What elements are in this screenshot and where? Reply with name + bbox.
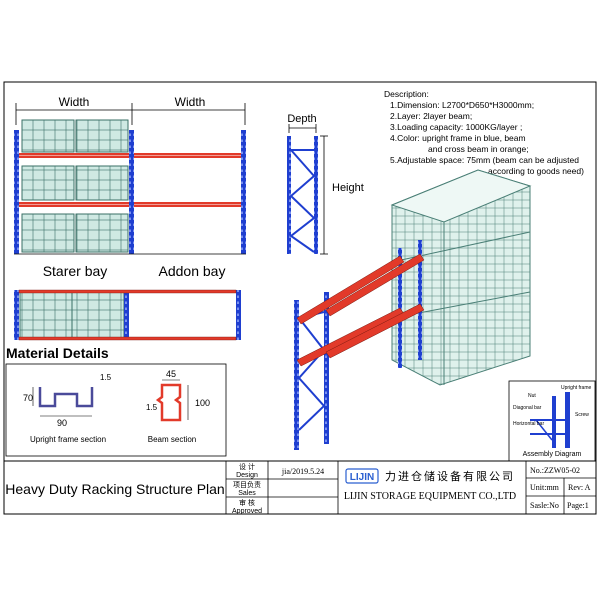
title-block: Heavy Duty Racking Structure Plan 设 计 De… — [3, 460, 597, 515]
description-line: according to goods need) — [488, 166, 584, 176]
description-line: 3.Loading capacity: 1000KG/layer ; — [390, 122, 522, 132]
assembly-diagram: Upright frame Nut Diagonal bar Screw Hor… — [508, 380, 596, 462]
approved-label-en: Approved — [232, 508, 262, 515]
goods-stack — [21, 119, 75, 153]
assembly-label: Horizontal bar — [513, 421, 544, 427]
company-name-en: LIJIN STORAGE EQUIPMENT CO.,LTD — [344, 491, 516, 502]
upright-dim-width: 90 — [57, 418, 67, 428]
sales-label-en: Sales — [238, 490, 256, 497]
beam-caption: Beam section — [148, 435, 196, 444]
sales-label-cn: 项目负责 — [233, 480, 261, 489]
company-logo: LIJIN — [345, 468, 379, 484]
starter-bay-label: Starer bay — [43, 263, 108, 279]
goods-stack — [75, 119, 129, 153]
upright-frame — [14, 130, 19, 254]
description-line: 5.Adjustable space: 75mm (beam can be ad… — [390, 155, 579, 165]
assembly-label: Nut — [528, 393, 536, 399]
upright-frame — [241, 130, 246, 254]
description-title: Description: — [384, 89, 429, 99]
description-block: Description: 1.Dimension: L2700*D650*H30… — [384, 89, 584, 176]
width-label-right: Width — [175, 95, 206, 109]
addon-bay-label: Addon bay — [159, 263, 226, 279]
design-value: jia/2019.5.24 — [281, 467, 324, 476]
beam-dim-thickness: 1.5 — [146, 403, 158, 412]
description-line: 1.Dimension: L2700*D650*H3000mm; — [390, 100, 534, 110]
description-line: and cross beam in orange; — [428, 144, 529, 154]
beam-dim-height: 100 — [195, 398, 210, 408]
depth-label: Depth — [287, 113, 316, 125]
design-label-cn: 设 计 — [239, 462, 255, 471]
logo-text: LIJIN — [350, 472, 374, 483]
goods-stack — [21, 213, 75, 253]
upright-frame — [129, 130, 134, 254]
design-label-en: Design — [236, 472, 258, 479]
description-line: 4.Color: upright frame in blue, beam — [390, 133, 526, 143]
plan-title: Heavy Duty Racking Structure Plan — [5, 481, 224, 497]
beam-section-drawing: 45 100 1.5 Beam section — [146, 369, 210, 444]
upright-section-drawing: 90 70 1.5 Upright frame section — [23, 373, 112, 444]
assembly-caption: Assembly Diagram — [523, 451, 582, 458]
goods-stack — [75, 213, 129, 253]
page-label: Page:1 — [567, 501, 589, 510]
upright-frame — [294, 300, 299, 450]
unit-label: Unit:mm — [530, 483, 560, 492]
assembly-label: Upright frame — [561, 385, 592, 391]
company-name-cn: 力进仓储设备有限公司 — [385, 469, 515, 483]
isometric-view — [294, 169, 532, 450]
front-view: Width Width Starer bay Addon bay — [14, 95, 246, 279]
top-view — [14, 289, 241, 341]
beam-level-1 — [296, 255, 405, 325]
width-label-left: Width — [59, 95, 90, 109]
assembly-label: Screw — [575, 412, 589, 418]
side-view: Depth Height — [287, 113, 364, 255]
upright-frame — [324, 292, 329, 444]
upright-dim-height: 70 — [23, 393, 33, 403]
assembly-label: Diagonal bar — [513, 405, 542, 411]
material-details: Material Details 90 70 1.5 Upright frame… — [5, 345, 227, 457]
description-line: 2.Layer: 2layer beam; — [390, 111, 472, 121]
drawing-number: No.:ZZW05-02 — [530, 466, 580, 475]
goods-stack — [75, 165, 129, 201]
upright-caption: Upright frame section — [30, 435, 106, 444]
revision-label: Rev: A — [568, 483, 591, 492]
goods-stack — [21, 165, 75, 201]
beam-dim-width: 45 — [166, 369, 176, 379]
approved-label-cn: 审 核 — [239, 498, 255, 507]
height-label: Height — [332, 182, 364, 194]
upright-dim-thickness: 1.5 — [100, 373, 112, 382]
material-title: Material Details — [6, 345, 109, 361]
scale-label: Sasle:No — [530, 501, 559, 510]
